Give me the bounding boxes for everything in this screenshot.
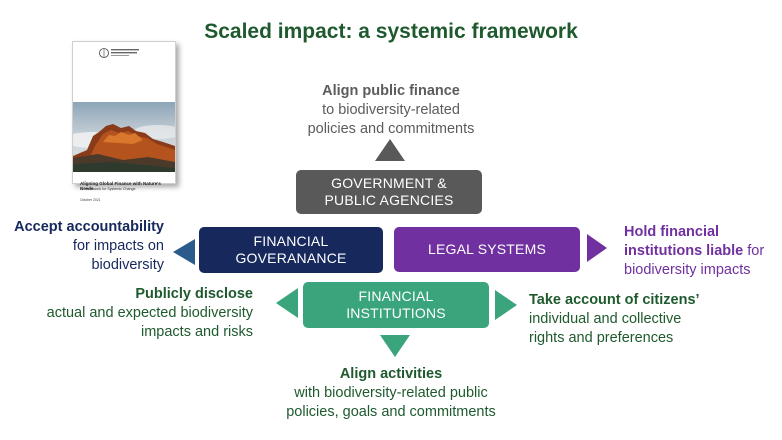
financial-governance-box: FINANCIAL GOVERANANCE [199, 227, 383, 273]
cover-title: Aligning Global Finance with Nature's Ne… [80, 181, 161, 191]
callout-align-activities: Align activities with biodiversity-relat… [276, 365, 506, 422]
callout-citizens: Take account of citizens’ individual and… [529, 291, 749, 348]
callout-disclose-heading: Publicly disclose [135, 286, 253, 302]
callout-left-line2: for impacts on [72, 238, 164, 254]
callout-bottom-line2: with biodiversity-related public [294, 385, 488, 401]
government-line2: PUBLIC AGENCIES [324, 192, 454, 208]
financial-institutions-line2: INSTITUTIONS [346, 305, 446, 321]
arrow-left-icon [173, 239, 195, 265]
callout-top-line2: to biodiversity-related [322, 102, 460, 118]
callout-top-heading: Align public finance [322, 83, 460, 99]
government-box: GOVERNMENT & PUBLIC AGENCIES [296, 170, 482, 214]
callout-left-line3: biodiversity [91, 257, 164, 273]
callout-align-public-finance: Align public finance to biodiversity-rel… [291, 82, 491, 139]
callout-left-heading: Accept accountability [14, 219, 164, 235]
cover-date: October 2021 [80, 198, 101, 202]
callout-top-line3: policies and commitments [307, 121, 475, 137]
callout-right-heading: Hold financial [624, 224, 720, 240]
legal-systems-label: LEGAL SYSTEMS [427, 241, 546, 257]
legal-systems-box: LEGAL SYSTEMS [394, 227, 580, 272]
callout-disclose-line3: impacts and risks [140, 324, 253, 340]
finance-for-biodiversity-logo [99, 48, 139, 58]
callout-citizens-heading: Take account of citizens’ [529, 292, 700, 308]
callout-citizens-line3: rights and preferences [529, 330, 674, 346]
callout-bottom-heading: Align activities [339, 366, 443, 382]
callout-accept-accountability: Accept accountability for impacts on bio… [4, 218, 164, 275]
cover-subtitle: A Framework for Systemic Change [80, 187, 136, 191]
callout-right-rest2: for [743, 243, 765, 259]
financial-institutions-line1: FINANCIAL [358, 288, 434, 304]
callout-publicly-disclose: Publicly disclose actual and expected bi… [22, 285, 253, 342]
arrow-right-icon [587, 234, 607, 262]
arrow-left-green-icon [276, 288, 298, 318]
callout-right-bold2: institutions liable [624, 243, 744, 259]
arrow-up-icon [375, 139, 405, 161]
callout-hold-liable: Hold financial institutions liable for b… [624, 223, 782, 280]
callout-citizens-line2: individual and collective [529, 311, 682, 327]
financial-governance-line1: FINANCIAL [253, 233, 329, 249]
forest-photo [73, 102, 175, 172]
arrow-right-green-icon [495, 290, 517, 320]
government-line1: GOVERNMENT & [331, 175, 447, 191]
callout-disclose-line2: actual and expected biodiversity [46, 305, 253, 321]
financial-governance-line2: GOVERANANCE [235, 250, 347, 266]
arrow-down-icon [380, 335, 410, 357]
callout-right-line3: biodiversity impacts [624, 262, 751, 278]
callout-right-line2: institutions liable for [624, 242, 782, 261]
report-cover: Aligning Global Finance with Nature's Ne… [72, 41, 176, 202]
callout-bottom-line3: policies, goals and commitments [286, 404, 496, 420]
financial-institutions-box: FINANCIAL INSTITUTIONS [303, 282, 489, 328]
page-title: Scaled impact: a systemic framework [204, 20, 578, 43]
